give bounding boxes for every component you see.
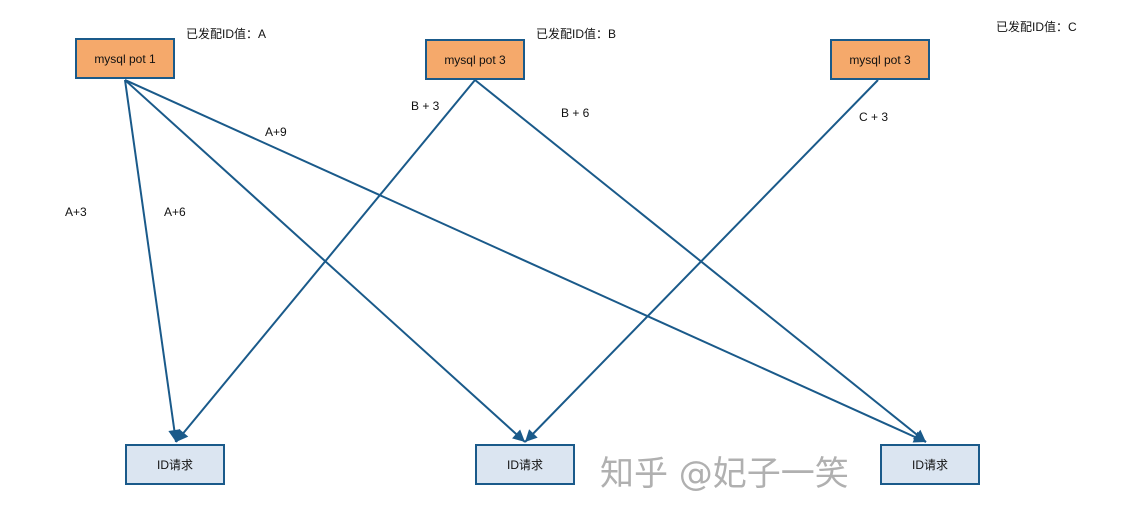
target-node-3: ID请求 <box>880 444 980 485</box>
target-node-1: ID请求 <box>125 444 225 485</box>
arrowhead-icon <box>168 429 181 442</box>
arrowhead-icon <box>176 428 189 442</box>
issued-label-1: 已发配ID值：A <box>186 27 267 41</box>
edge-label: A+3 <box>65 205 87 219</box>
arrowhead-icon <box>512 429 525 442</box>
edge-label: A+6 <box>164 205 186 219</box>
edge-label: A+9 <box>265 125 287 139</box>
edge-line <box>524 79 879 443</box>
issued-label-2: 已发配ID值：B <box>536 27 617 41</box>
watermark: 知乎 @妃子一笑 <box>600 454 849 494</box>
source-node-2: mysql pot 3 <box>425 39 525 80</box>
arrowhead-icon <box>912 429 926 442</box>
source-node-3: mysql pot 3 <box>830 39 930 80</box>
edge-line <box>124 79 927 443</box>
target-node-2: ID请求 <box>475 444 575 485</box>
edge-line <box>175 79 476 443</box>
edge-label: C + 3 <box>859 110 889 124</box>
issued-label-3: 已发配ID值：C <box>996 20 1077 34</box>
edge-line <box>124 79 177 443</box>
edge-label: B + 3 <box>411 99 440 113</box>
edge-label: B + 6 <box>561 106 590 120</box>
source-node-1: mysql pot 1 <box>75 38 175 79</box>
arrowhead-icon <box>525 429 538 442</box>
